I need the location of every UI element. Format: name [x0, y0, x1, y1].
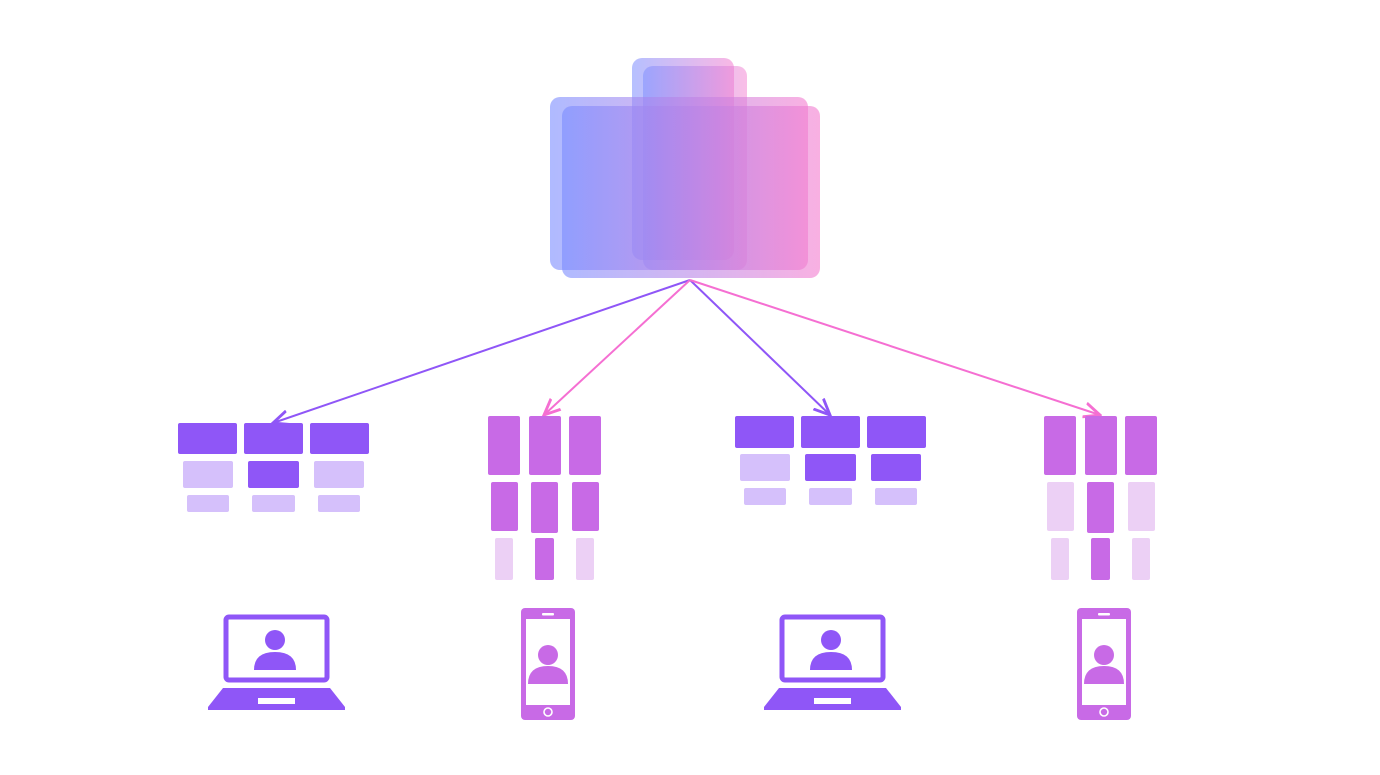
user-icon: [1094, 645, 1114, 665]
layout-2-mobile-columns: [488, 416, 601, 580]
grid-block: [187, 495, 229, 512]
column-block: [569, 416, 601, 475]
grid-block: [314, 461, 364, 488]
grid-block: [178, 423, 237, 454]
grid-block: [735, 416, 794, 448]
grid-block: [244, 423, 303, 454]
grid-block: [809, 488, 852, 505]
grid-block: [183, 461, 233, 488]
column-block: [529, 416, 561, 475]
phone-icon: [1077, 608, 1131, 720]
connection-arrows: [273, 279, 1100, 423]
layer-front-2: [562, 106, 820, 278]
column-block: [1047, 482, 1074, 531]
arrow-to-layout-1: [273, 279, 691, 423]
column-block: [1091, 538, 1110, 580]
layout-3-desktop-grid: [735, 416, 926, 505]
grid-block: [310, 423, 369, 454]
phone-icon: [521, 608, 575, 720]
user-icon: [265, 630, 285, 650]
arrow-to-layout-3: [689, 279, 830, 415]
column-block: [576, 538, 594, 580]
arrow-to-layout-2: [544, 279, 691, 415]
column-block: [535, 538, 554, 580]
column-block: [1051, 538, 1069, 580]
column-block: [531, 482, 558, 533]
grid-block: [740, 454, 790, 481]
laptop-icon: [764, 614, 901, 710]
arrow-to-layout-4: [689, 279, 1100, 415]
user-icon: [538, 645, 558, 665]
column-block: [1125, 416, 1157, 475]
grid-block: [805, 454, 856, 481]
grid-block: [318, 495, 360, 512]
layout-1-desktop-grid: [178, 423, 369, 512]
stacked-layers-icon: [550, 58, 820, 278]
column-block: [1044, 416, 1076, 475]
laptop-icon: [208, 614, 345, 710]
column-block: [495, 538, 513, 580]
grid-block: [871, 454, 921, 481]
column-block: [1087, 482, 1114, 533]
column-block: [1128, 482, 1155, 531]
layout-4-mobile-columns: [1044, 416, 1157, 580]
grid-block: [875, 488, 917, 505]
column-block: [572, 482, 599, 531]
grid-block: [248, 461, 299, 488]
grid-block: [801, 416, 860, 448]
grid-block: [252, 495, 295, 512]
column-block: [1085, 416, 1117, 475]
column-block: [491, 482, 518, 531]
user-icon: [821, 630, 841, 650]
grid-block: [867, 416, 926, 448]
column-block: [488, 416, 520, 475]
column-block: [1132, 538, 1150, 580]
grid-block: [744, 488, 786, 505]
